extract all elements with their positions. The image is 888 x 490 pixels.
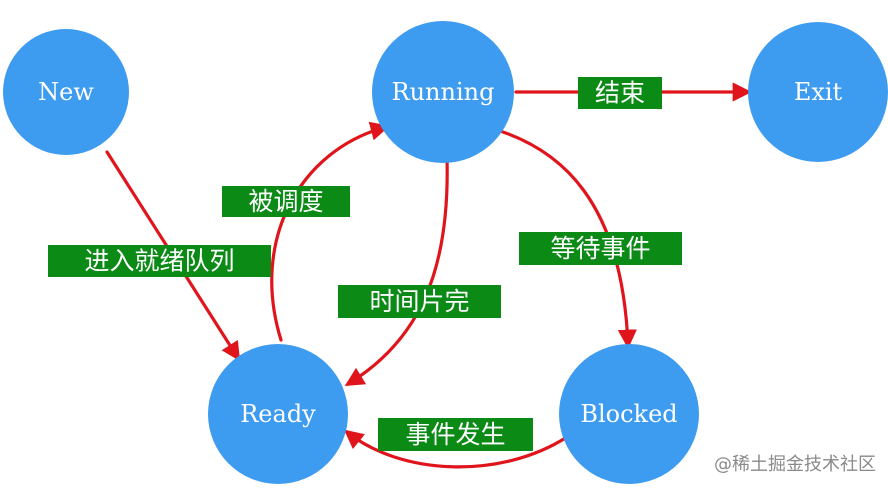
label-running-to-blocked-text: 等待事件: [550, 234, 650, 263]
label-ready-to-running: 被调度: [222, 186, 350, 217]
edge-running-to-ready: [344, 156, 449, 387]
state-ready: Ready: [208, 344, 348, 484]
state-new-label: New: [38, 78, 94, 106]
edge-blocked-to-ready: [344, 429, 569, 469]
label-blocked-to-ready-text: 事件发生: [405, 420, 505, 449]
label-running-to-blocked: 等待事件: [519, 232, 682, 265]
watermark: @稀土掘金技术社区: [714, 454, 876, 475]
label-new-to-ready-text: 进入就绪队列: [84, 247, 234, 276]
state-blocked-label: Blocked: [580, 400, 677, 428]
state-new: New: [3, 29, 129, 155]
label-running-to-exit-text: 结束: [595, 79, 645, 108]
state-exit-label: Exit: [794, 78, 843, 106]
label-new-to-ready: 进入就绪队列: [48, 245, 271, 277]
label-running-to-ready-text: 时间片完: [369, 287, 469, 316]
state-exit: Exit: [748, 22, 888, 162]
state-blocked: Blocked: [559, 344, 699, 484]
label-ready-to-running-text: 被调度: [248, 187, 323, 216]
state-running-label: Running: [392, 78, 495, 106]
state-ready-label: Ready: [240, 400, 316, 428]
label-blocked-to-ready: 事件发生: [378, 418, 533, 451]
label-running-to-ready: 时间片完: [338, 285, 501, 318]
label-running-to-exit: 结束: [578, 77, 662, 109]
edge-running-to-blocked: [495, 128, 637, 349]
state-running: Running: [372, 21, 514, 163]
